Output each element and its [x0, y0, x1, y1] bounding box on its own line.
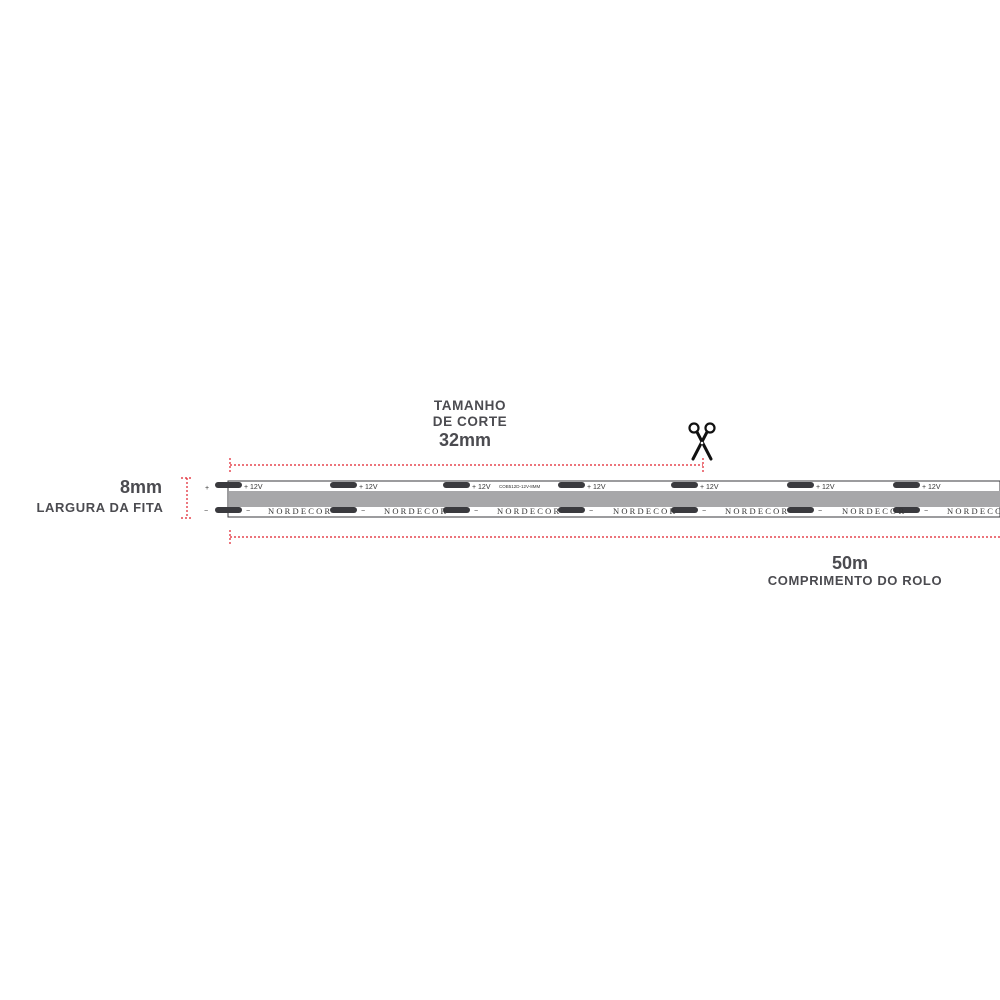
solder-pads [215, 482, 920, 513]
cut-size-title-line2: DE CORTE [432, 414, 508, 429]
negative-marking: − [361, 508, 365, 515]
solder-pad-negative [671, 507, 698, 513]
solder-pad-positive [893, 482, 920, 488]
negative-marking: − [589, 508, 593, 515]
brand-marking: NORDECOR [497, 506, 561, 516]
solder-pad-positive [671, 482, 698, 488]
brand-marking: NORDECOR [842, 506, 906, 516]
strip-markings: + 12V − + 12V − + 12V − + 12V − + 12V − + 12V − + 12… [244, 484, 1000, 516]
negative-marking: − [924, 508, 928, 515]
negative-marking: − [818, 508, 822, 515]
voltage-marking: + 12V [359, 484, 378, 491]
solder-pad-negative [893, 507, 920, 513]
cut-size-dimension-line [229, 458, 704, 472]
brand-marking: NORDECOR [947, 506, 1000, 516]
voltage-marking: + 12V [472, 484, 491, 491]
model-code: COB512D-12V-8MM [499, 484, 541, 489]
solder-pad-positive [787, 482, 814, 488]
negative-marking: − [246, 508, 250, 515]
solder-pad-positive [558, 482, 585, 488]
cut-size-value: 32mm [438, 430, 492, 450]
strip-width-label: LARGURA DA FITA [36, 500, 164, 515]
cut-size-title: TAMANHO DE CORTE [380, 398, 560, 430]
brand-marking: NORDECOR [613, 506, 677, 516]
solder-pad-negative [330, 507, 357, 513]
roll-length-dimension-line [229, 530, 1000, 544]
cob-light-band [229, 491, 1000, 507]
brand-marking: NORDECOR [725, 506, 789, 516]
strip-width-dimension-line [181, 477, 193, 519]
voltage-marking: + 12V [700, 484, 719, 491]
positive-terminal: + [205, 485, 209, 492]
voltage-marking: + 12V [816, 484, 835, 491]
solder-pad-negative [215, 507, 242, 513]
solder-pad-negative [787, 507, 814, 513]
solder-pad-positive [215, 482, 242, 488]
brand-marking: NORDECOR [268, 506, 332, 516]
solder-pad-positive [330, 482, 357, 488]
solder-pad-negative [558, 507, 585, 513]
roll-length-value: 50m [831, 553, 869, 573]
voltage-marking: + 12V [922, 484, 941, 491]
cut-size-title-line1: TAMANHO [433, 398, 507, 413]
roll-length-label: COMPRIMENTO DO ROLO [767, 573, 943, 588]
strip-width-value: 8mm [119, 477, 163, 497]
negative-marking: − [702, 508, 706, 515]
negative-terminal: − [204, 508, 208, 515]
solder-pad-negative [443, 507, 470, 513]
negative-marking: − [474, 508, 478, 515]
voltage-marking: + 12V [244, 484, 263, 491]
solder-pad-positive [443, 482, 470, 488]
voltage-marking: + 12V [587, 484, 606, 491]
brand-marking: NORDECOR [384, 506, 448, 516]
scissors-icon [688, 422, 716, 461]
